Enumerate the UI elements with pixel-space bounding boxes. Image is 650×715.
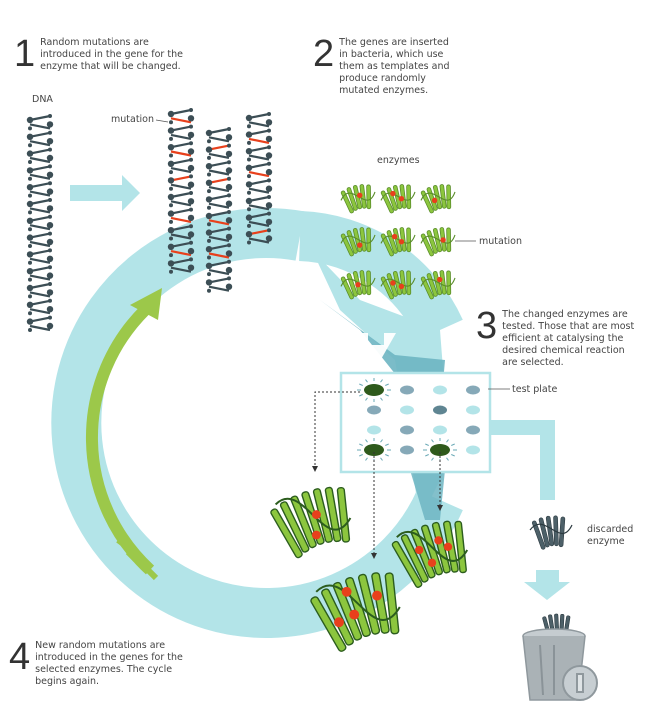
step-description: New random mutations are introduced in t… <box>35 640 183 687</box>
step-3: 3 The changed enzymes are tested. Those … <box>476 305 641 369</box>
dna-mutation-label: mutation <box>111 114 155 125</box>
enzyme-icon <box>380 227 416 257</box>
test-plate-label: test plate <box>512 384 558 395</box>
enzyme-icon <box>340 270 376 300</box>
enzyme-icon <box>340 227 376 257</box>
enzyme-grid <box>340 184 456 300</box>
step-number: 1 <box>14 33 36 75</box>
enzymes-label: enzymes <box>377 155 420 166</box>
arrow-right-icon <box>70 175 140 211</box>
enzyme-mutation-label: mutation <box>479 236 523 247</box>
selected-enzyme-icon <box>270 486 352 559</box>
step-description: Random mutations are introduced in the g… <box>40 37 183 72</box>
enzyme-icon <box>420 270 456 300</box>
dna-label: DNA <box>32 94 53 105</box>
enzyme-icon <box>380 184 416 214</box>
discard-path <box>490 420 570 600</box>
selection-arrow <box>85 288 162 581</box>
discarded-enzyme-label: discarded enzyme <box>587 524 634 547</box>
enzyme-icon <box>420 184 456 214</box>
step-2: 2 The genes are inserted in bacteria, wh… <box>313 33 473 97</box>
discarded-enzyme-icon <box>529 515 573 550</box>
enzyme-icon <box>380 270 416 300</box>
step-number: 4 <box>9 636 31 678</box>
step-number: 3 <box>476 305 498 347</box>
step-number: 2 <box>313 33 335 75</box>
test-plate <box>339 371 510 474</box>
arrow-down-icon <box>356 333 396 368</box>
step-4: 4 New random mutations are introduced in… <box>9 636 189 688</box>
step-description: The genes are inserted in bacteria, whic… <box>339 37 450 96</box>
selected-enzyme-icon <box>310 572 401 652</box>
enzyme-icon <box>340 184 376 214</box>
mutated-dna-strand <box>205 127 233 293</box>
selection-dashed-lines <box>314 391 441 555</box>
selected-enzyme-icon <box>391 520 469 588</box>
mutation-pointer-line <box>155 119 169 123</box>
step-1: 1 Random mutations are introduced in the… <box>14 33 194 75</box>
trash-bin-icon <box>522 613 598 701</box>
step-description: The changed enzymes are tested. Those th… <box>502 309 635 368</box>
original-dna-strand <box>26 114 54 332</box>
mutated-dna-strand <box>167 108 195 274</box>
selected-enzymes <box>270 486 469 652</box>
mutated-dna-strand <box>245 112 273 245</box>
enzyme-icon <box>420 227 456 257</box>
arrow-right-icon <box>242 265 312 298</box>
